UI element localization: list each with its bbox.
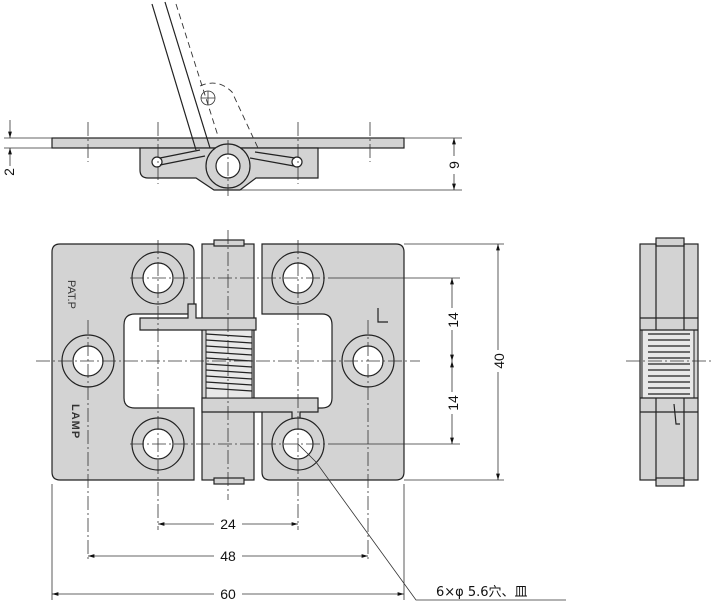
- dim-60-bg: [214, 585, 242, 603]
- open-leaf-phantom: [175, 3, 259, 149]
- top-spring-pivot-left: [151, 156, 163, 168]
- hole-row-centerlines: [130, 277, 340, 445]
- top-spring-pivot-right: [291, 156, 303, 168]
- top-phantom-pin-cross: [201, 91, 215, 105]
- side-pin-top: [655, 237, 685, 247]
- dim-hole-pitch-upper: 14: [445, 312, 461, 328]
- front-view: [36, 230, 566, 601]
- side-view: [626, 237, 714, 487]
- dim-hole-spacing-inner: 24: [220, 516, 236, 532]
- hole-callout-leader: [297, 443, 566, 601]
- open-leaf-solid: [151, 1, 211, 151]
- dim-48-bg: [214, 547, 242, 565]
- side-spring-coils: [648, 333, 690, 395]
- dim-14-lower-bg: [444, 392, 462, 414]
- top-centerlines: [87, 122, 371, 184]
- brand-mark: LAMP: [69, 404, 81, 439]
- dim-hole-pitch-lower: 14: [445, 395, 461, 411]
- dim-overall-height: 40: [491, 353, 507, 369]
- side-pin-bottom: [655, 477, 685, 487]
- dim-14-upper-bg: [444, 308, 462, 330]
- dim-9-bg: [446, 156, 462, 174]
- top-spring-arms: [159, 149, 296, 167]
- ext-lines-overall-width: [51, 484, 405, 600]
- hole-callout-text: 6×φ 5.6穴、皿: [436, 585, 528, 600]
- ext-thickness: [4, 137, 52, 149]
- dim-side-height: 9: [446, 161, 462, 169]
- top-view: [4, 1, 462, 196]
- coil-spring: [205, 329, 253, 399]
- dim-hole-spacing-outer: 48: [220, 548, 236, 564]
- spring-arm-upper: [139, 303, 257, 331]
- corner-mark: [377, 308, 388, 323]
- pin-top: [213, 239, 245, 247]
- dim-plate-thickness: 2: [1, 168, 17, 176]
- hole-centerlines: [87, 240, 369, 562]
- side-arm-lines: [640, 317, 698, 413]
- dim-40-bg: [490, 350, 508, 372]
- pin-bottom: [213, 477, 245, 485]
- ext-lines-vertical-dims: [330, 243, 504, 481]
- dim-overall-width: 60: [220, 586, 236, 602]
- dim-24-bg: [214, 515, 242, 533]
- side-arm-hook: [673, 403, 680, 425]
- patent-mark: PAT.P: [65, 280, 77, 309]
